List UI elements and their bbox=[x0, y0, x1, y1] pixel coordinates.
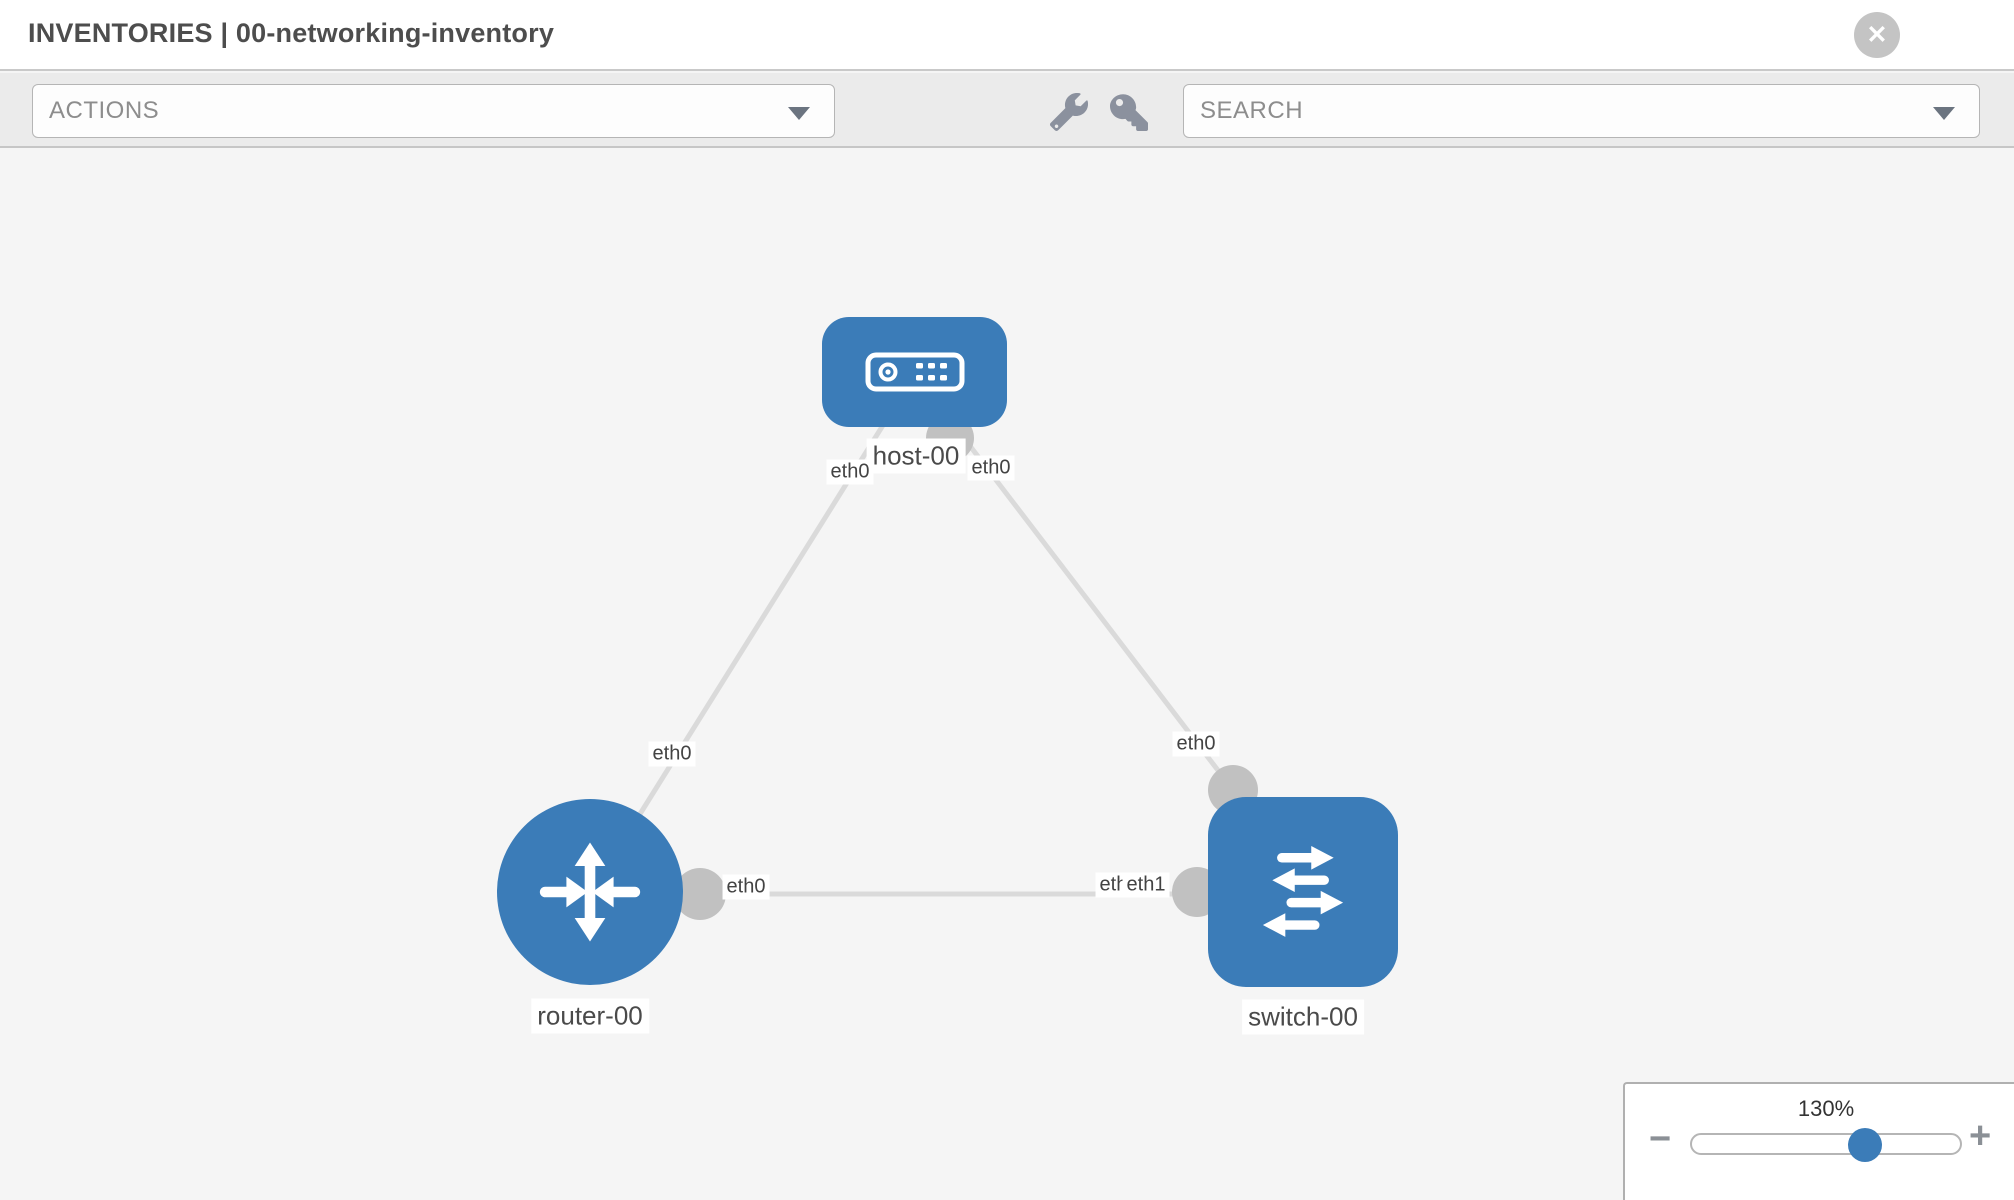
switch-icon bbox=[1262, 845, 1344, 937]
window-header: INVENTORIES | 00-networking-inventory ✕ bbox=[0, 0, 2014, 71]
search-dropdown-placeholder: SEARCH bbox=[1200, 97, 1304, 124]
toolbar: ACTIONS SEARCH bbox=[0, 73, 2014, 148]
node-switch-00[interactable] bbox=[1208, 797, 1398, 987]
node-router-00[interactable] bbox=[497, 799, 683, 985]
key-icon[interactable] bbox=[1110, 93, 1148, 131]
close-button[interactable]: ✕ bbox=[1854, 12, 1900, 58]
zoom-slider-thumb[interactable] bbox=[1848, 1128, 1882, 1162]
node-label-host: host-00 bbox=[866, 438, 966, 474]
wrench-icon[interactable] bbox=[1050, 92, 1089, 131]
page-title: INVENTORIES | 00-networking-inventory bbox=[28, 18, 555, 48]
zoom-in-button[interactable]: + bbox=[1969, 1115, 1992, 1157]
zoom-level-text: 130% bbox=[1797, 1096, 1855, 1121]
node-label-router: router-00 bbox=[531, 998, 649, 1034]
actions-dropdown-placeholder: ACTIONS bbox=[49, 97, 160, 124]
zoom-out-button[interactable]: − bbox=[1649, 1118, 1672, 1160]
close-icon: ✕ bbox=[1866, 20, 1888, 49]
topology-graph bbox=[587, 372, 1303, 920]
chevron-down-icon bbox=[788, 107, 810, 120]
node-label-switch: switch-00 bbox=[1242, 999, 1364, 1035]
iface-label-host-router-hostside: eth0 bbox=[826, 459, 874, 485]
iface-label-router-switch-routerside: eth0 bbox=[722, 874, 770, 900]
search-dropdown[interactable]: SEARCH bbox=[1183, 84, 1980, 138]
chevron-down-icon bbox=[1933, 107, 1955, 120]
zoom-control-panel: 130% − + bbox=[1623, 1082, 2014, 1200]
node-host-00[interactable] bbox=[822, 317, 1007, 427]
router-icon bbox=[539, 842, 641, 942]
iface-label-router-switch-switchside: eth1 bbox=[1122, 872, 1170, 898]
iface-label-host-router-routerside: eth0 bbox=[648, 741, 696, 767]
iface-label-host-switch-switchside: eth0 bbox=[1172, 731, 1220, 757]
iface-label-host-switch-hostside: eth0 bbox=[967, 455, 1015, 481]
topology-canvas[interactable]: host-00 router-00 switch-00 eth0 eth0 et… bbox=[0, 150, 2014, 1200]
port-dot-router-eth0[interactable] bbox=[674, 868, 726, 920]
actions-dropdown[interactable]: ACTIONS bbox=[32, 84, 835, 138]
host-icon bbox=[865, 352, 964, 392]
zoom-slider[interactable] bbox=[1690, 1128, 1962, 1162]
